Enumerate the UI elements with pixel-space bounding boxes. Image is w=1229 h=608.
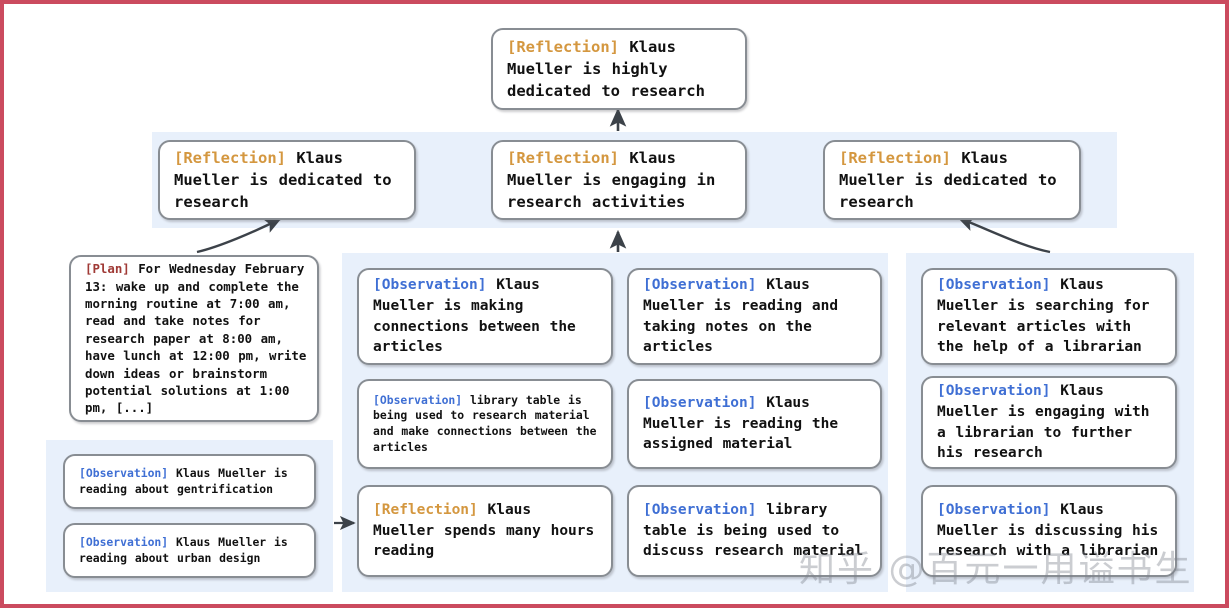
- node-body: Klaus Mueller spends many hours reading: [373, 502, 595, 560]
- node-obs-urban-design[interactable]: [Observation] Klaus Mueller is reading a…: [63, 523, 316, 578]
- node-body: Klaus Mueller is dedicated to research: [839, 148, 1057, 212]
- node-body: Klaus Mueller is searching for relevant …: [937, 277, 1150, 356]
- node-obs-taking-notes[interactable]: [Observation] Klaus Mueller is reading a…: [627, 268, 882, 365]
- tag-observation: [Observation]: [937, 383, 1051, 400]
- node-obs-searching-articles[interactable]: [Observation] Klaus Mueller is searching…: [921, 268, 1177, 365]
- tag-observation: [Observation]: [79, 465, 169, 480]
- node-reflection-center[interactable]: [Reflection] Klaus Mueller is engaging i…: [491, 140, 747, 220]
- node-reflection-hours-reading[interactable]: [Reflection] Klaus Mueller spends many h…: [357, 485, 613, 577]
- node-body: Klaus Mueller is reading the assigned ma…: [643, 395, 839, 453]
- node-text: [Observation] library table is being use…: [359, 393, 611, 456]
- node-body: Klaus Mueller is highly dedicated to res…: [507, 37, 705, 101]
- tag-observation: [Observation]: [643, 502, 757, 519]
- node-text: [Observation] library table is being use…: [629, 500, 880, 562]
- node-body: Klaus Mueller is reading about gentrific…: [79, 465, 288, 496]
- node-body: For Wednesday February 13: wake up and c…: [85, 261, 307, 416]
- tag-reflection: [Reflection]: [507, 148, 619, 167]
- node-body: Klaus Mueller is reading about urban des…: [79, 534, 288, 565]
- node-reflection-left[interactable]: [Reflection] Klaus Mueller is dedicated …: [158, 140, 416, 220]
- tag-reflection: [Reflection]: [839, 148, 951, 167]
- tag-plan: [Plan]: [85, 261, 130, 277]
- node-text: [Observation] Klaus Mueller is searching…: [923, 275, 1175, 357]
- node-obs-gentrification[interactable]: [Observation] Klaus Mueller is reading a…: [63, 454, 316, 509]
- node-text: [Observation] Klaus Mueller is reading t…: [629, 393, 880, 455]
- node-text: [Reflection] Klaus Mueller is engaging i…: [493, 147, 745, 214]
- tag-reflection: [Reflection]: [373, 502, 478, 519]
- node-reflection-right[interactable]: [Reflection] Klaus Mueller is dedicated …: [823, 140, 1081, 220]
- tag-observation: [Observation]: [373, 277, 487, 294]
- node-obs-assigned-material[interactable]: [Observation] Klaus Mueller is reading t…: [627, 379, 882, 469]
- tag-observation: [Observation]: [79, 534, 169, 549]
- tag-observation: [Observation]: [643, 277, 757, 294]
- tag-observation: [Observation]: [373, 392, 463, 407]
- node-body: Klaus Mueller is engaging in research ac…: [507, 148, 716, 212]
- tag-observation: [Observation]: [643, 395, 757, 412]
- tag-observation: [Observation]: [937, 502, 1051, 519]
- node-text: [Plan] For Wednesday February 13: wake u…: [71, 260, 317, 416]
- node-body: Klaus Mueller is discussing his research…: [937, 502, 1159, 560]
- node-body: library table is being used to discuss r…: [643, 502, 864, 560]
- node-text: [Observation] Klaus Mueller is making co…: [359, 275, 611, 357]
- node-obs-library-table-discuss[interactable]: [Observation] library table is being use…: [627, 485, 882, 577]
- node-text: [Reflection] Klaus Mueller is dedicated …: [825, 147, 1079, 214]
- node-obs-library-table-connections[interactable]: [Observation] library table is being use…: [357, 379, 613, 469]
- tag-reflection: [Reflection]: [507, 37, 619, 56]
- node-body: Klaus Mueller is making connections betw…: [373, 277, 576, 356]
- node-body: Klaus Mueller is engaging with a librari…: [937, 383, 1150, 462]
- node-body: Klaus Mueller is reading and taking note…: [643, 277, 839, 356]
- node-text: [Observation] Klaus Mueller is reading a…: [65, 535, 314, 566]
- node-obs-engaging-librarian[interactable]: [Observation] Klaus Mueller is engaging …: [921, 376, 1177, 469]
- node-text: [Observation] Klaus Mueller is reading a…: [65, 466, 314, 497]
- node-text: [Reflection] Klaus Mueller is dedicated …: [160, 147, 414, 214]
- node-text: [Observation] Klaus Mueller is discussin…: [923, 500, 1175, 562]
- node-body: Klaus Mueller is dedicated to research: [174, 148, 392, 212]
- node-text: [Observation] Klaus Mueller is engaging …: [923, 381, 1175, 463]
- node-root-reflection[interactable]: [Reflection] Klaus Mueller is highly ded…: [491, 28, 747, 110]
- node-text: [Reflection] Klaus Mueller spends many h…: [359, 500, 611, 562]
- tag-observation: [Observation]: [937, 277, 1051, 294]
- node-plan[interactable]: [Plan] For Wednesday February 13: wake u…: [69, 255, 319, 422]
- node-obs-connections[interactable]: [Observation] Klaus Mueller is making co…: [357, 268, 613, 365]
- tag-reflection: [Reflection]: [174, 148, 286, 167]
- node-body: library table is being used to research …: [373, 392, 597, 454]
- node-text: [Observation] Klaus Mueller is reading a…: [629, 275, 880, 357]
- node-text: [Reflection] Klaus Mueller is highly ded…: [493, 36, 745, 103]
- node-obs-discussing-librarian[interactable]: [Observation] Klaus Mueller is discussin…: [921, 485, 1177, 577]
